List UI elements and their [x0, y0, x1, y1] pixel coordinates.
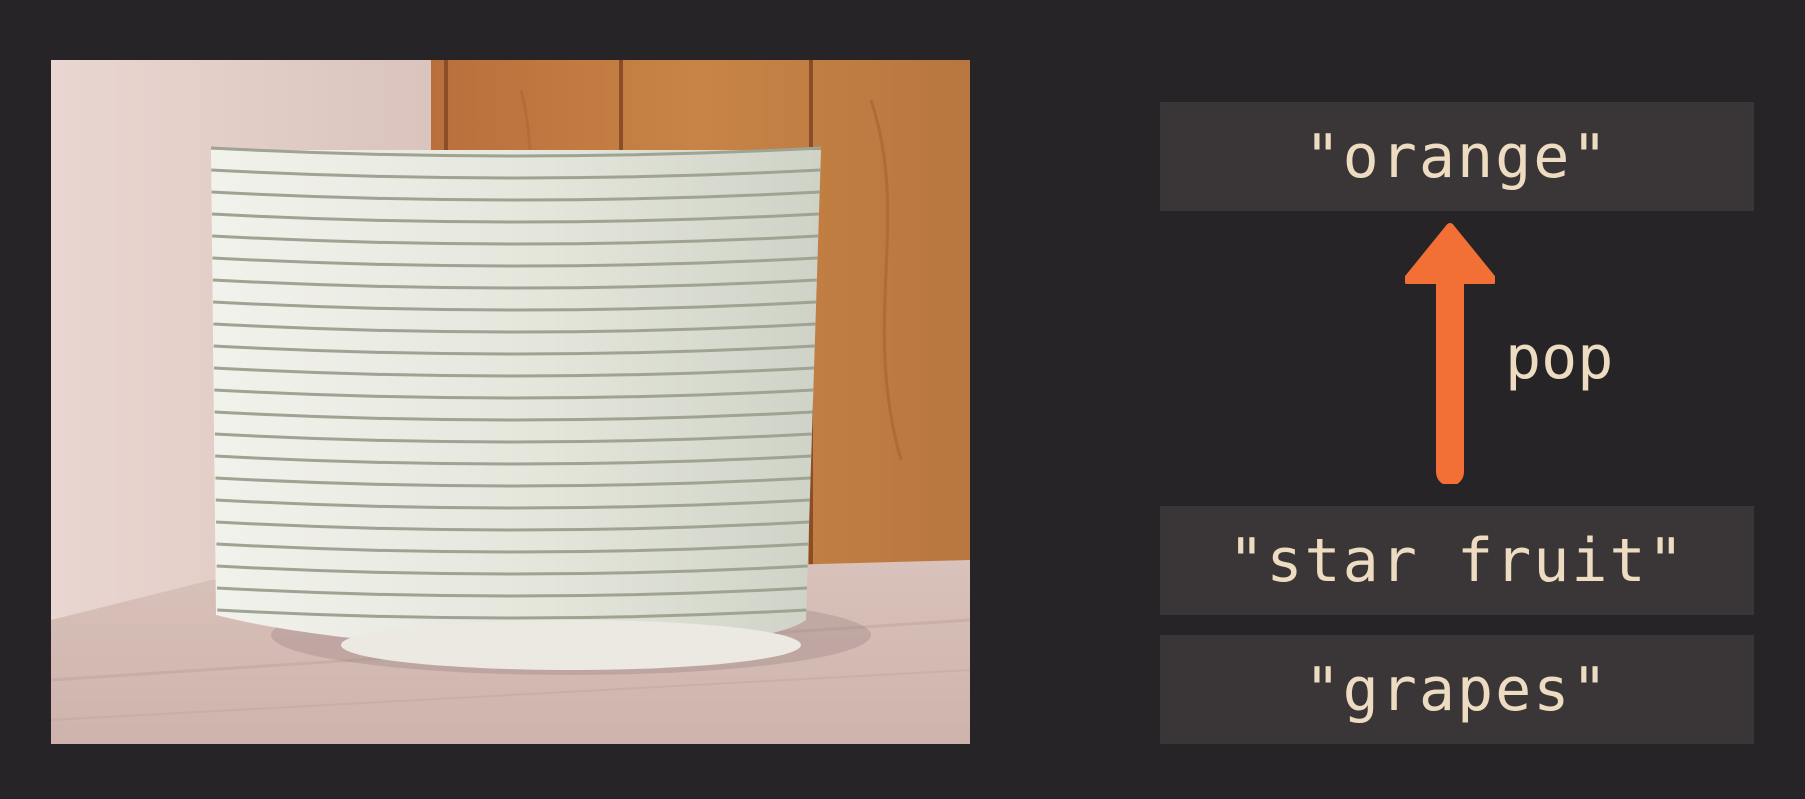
- stack-item-bottom: "grapes": [1160, 635, 1754, 744]
- plate-rim: [216, 564, 808, 576]
- plate-rim: [214, 388, 814, 400]
- plate-rim: [215, 476, 811, 488]
- plate-stack-illustration: [51, 60, 970, 744]
- plate-rim: [211, 190, 820, 202]
- plate-rim: [213, 344, 815, 356]
- plate-stack-photo: [51, 60, 970, 744]
- plate-rim: [216, 542, 809, 554]
- plate-rim: [216, 586, 808, 598]
- plate-rim: [211, 212, 819, 224]
- plate-rim: [214, 410, 813, 422]
- plate-rim: [212, 234, 819, 246]
- plate-rim: [215, 498, 810, 510]
- plate-rim: [211, 168, 821, 180]
- plate-rim: [217, 608, 807, 620]
- plate-rim: [212, 278, 817, 290]
- plate-rim: [213, 322, 816, 334]
- pop-arrow-icon: [1405, 222, 1495, 484]
- plate-rim: [216, 520, 810, 532]
- plate-rim: [215, 454, 812, 466]
- stack-item-middle: "star fruit": [1160, 506, 1754, 615]
- plate-rim: [214, 432, 812, 444]
- plate-rim: [210, 146, 822, 158]
- plate-rim: [213, 366, 815, 378]
- operation-label: pop: [1505, 323, 1614, 393]
- stack-item-top: "orange": [1160, 102, 1754, 211]
- plate-rim: [212, 256, 818, 268]
- plate-rim: [213, 300, 817, 312]
